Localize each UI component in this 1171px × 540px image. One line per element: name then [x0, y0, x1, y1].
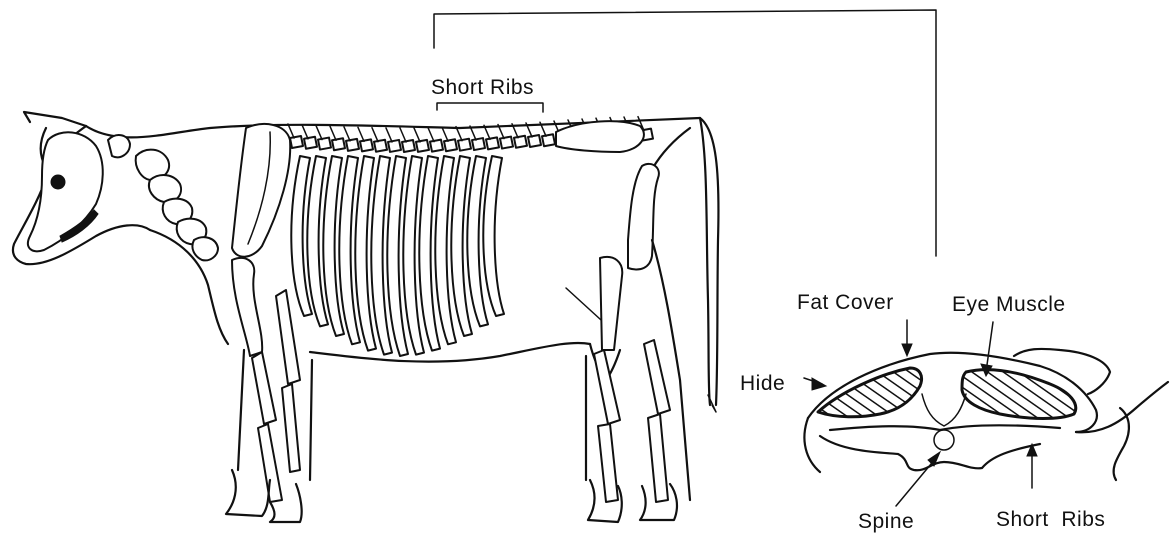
vertebra [402, 140, 415, 152]
vertebra [444, 139, 457, 151]
vertebra [542, 134, 555, 146]
vertebra [500, 137, 513, 149]
short-ribs-label-bottom: Short Ribs [996, 508, 1105, 532]
vertebra [430, 140, 443, 152]
fat-cover-label: Fat Cover [797, 291, 894, 315]
vertebra [416, 140, 429, 152]
vertebra [528, 135, 541, 147]
pelvis [556, 121, 659, 269]
spinal-canal [934, 430, 954, 450]
vertebra [332, 138, 345, 150]
vertebra [472, 138, 485, 150]
skull [28, 132, 130, 251]
vertebra [388, 140, 401, 152]
vertebra [486, 137, 499, 149]
vertebra [360, 139, 373, 151]
hind-legs [586, 240, 690, 522]
eye-muscle-right [962, 370, 1076, 419]
vertebra [318, 138, 331, 150]
shoulder-blade [232, 124, 290, 257]
spine-label: Spine [858, 510, 914, 534]
rib-cage [291, 156, 504, 356]
vertebra [458, 139, 471, 151]
vertebra [304, 137, 317, 149]
vertebra [346, 139, 359, 151]
vertebra [290, 136, 303, 148]
vertebra [514, 136, 527, 148]
vertebra [374, 140, 387, 152]
rib [483, 156, 504, 316]
short-ribs-label-top: Short Ribs [431, 76, 534, 100]
short-ribs-bracket [437, 103, 543, 112]
hide-label: Hide [740, 372, 785, 396]
eye-muscle-label: Eye Muscle [952, 293, 1066, 317]
